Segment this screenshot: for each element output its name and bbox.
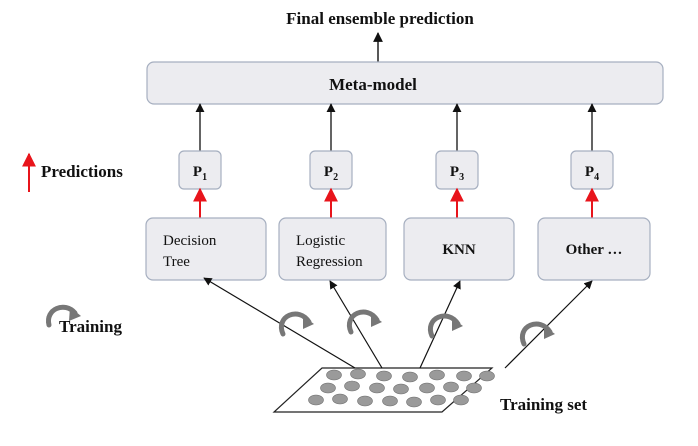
training-icons	[278, 309, 555, 347]
sample-dot	[419, 382, 435, 394]
model-label-line2-2: Regression	[296, 254, 363, 270]
prediction-label-3: P3	[450, 164, 464, 183]
model-label-line1-2: Logistic	[296, 233, 346, 249]
sample-dot	[430, 394, 446, 406]
prediction-label-2: P2	[324, 164, 338, 183]
sample-dot	[466, 382, 482, 394]
training-legend-label: Training	[59, 317, 122, 336]
sample-dot	[344, 380, 360, 392]
prediction-label-base: P	[324, 164, 333, 180]
sample-dot	[357, 395, 373, 407]
prediction-label-subscript: 4	[594, 172, 599, 183]
training-curl-icon	[519, 321, 555, 347]
training-arrow-2	[329, 280, 383, 369]
sample-dot	[326, 369, 342, 381]
training-curl-icon	[346, 309, 382, 335]
diagram-title: Final ensemble prediction	[286, 9, 474, 28]
model-label-3: KNN	[442, 242, 476, 258]
sample-dot	[456, 370, 472, 382]
sample-dot	[479, 370, 495, 382]
model-box-1	[145, 217, 267, 281]
sample-dot	[369, 382, 385, 394]
sample-dot	[320, 382, 336, 394]
training-arrow-3	[419, 280, 461, 369]
sample-dot	[406, 396, 422, 408]
meta-model-label: Meta-model	[329, 75, 417, 94]
sample-dot	[443, 381, 459, 393]
meta-model-box	[146, 61, 664, 105]
sample-dot	[350, 368, 366, 380]
prediction-label-subscript: 1	[202, 172, 207, 183]
model-label-4: Other …	[566, 242, 623, 258]
model-box-4	[537, 217, 651, 281]
model-box-3	[403, 217, 515, 281]
model-label-line1-1: Decision	[163, 233, 217, 249]
predictions-legend-label: Predictions	[41, 162, 123, 181]
sample-dot	[393, 383, 409, 395]
sample-dot	[376, 370, 392, 382]
training-legend-icon	[46, 304, 81, 328]
prediction-label-base: P	[450, 164, 459, 180]
prediction-label-1: P1	[193, 164, 207, 183]
prediction-label-base: P	[585, 164, 594, 180]
sample-dot	[402, 371, 418, 383]
sample-dot	[382, 395, 398, 407]
prediction-label-base: P	[193, 164, 202, 180]
training-curl-icon	[278, 311, 314, 337]
prediction-label-subscript: 3	[459, 172, 464, 183]
model-label-line2-1: Tree	[163, 254, 190, 270]
training-arrow-4	[504, 280, 593, 369]
sample-dot	[332, 393, 348, 405]
sample-dot	[429, 369, 445, 381]
training-curl-icon	[427, 313, 463, 339]
training-samples	[308, 368, 495, 408]
training-set-label: Training set	[500, 395, 587, 414]
prediction-label-subscript: 2	[333, 172, 338, 183]
model-box-2	[278, 217, 387, 281]
sample-dot	[308, 394, 324, 406]
prediction-label-4: P4	[585, 164, 599, 183]
sample-dot	[453, 394, 469, 406]
